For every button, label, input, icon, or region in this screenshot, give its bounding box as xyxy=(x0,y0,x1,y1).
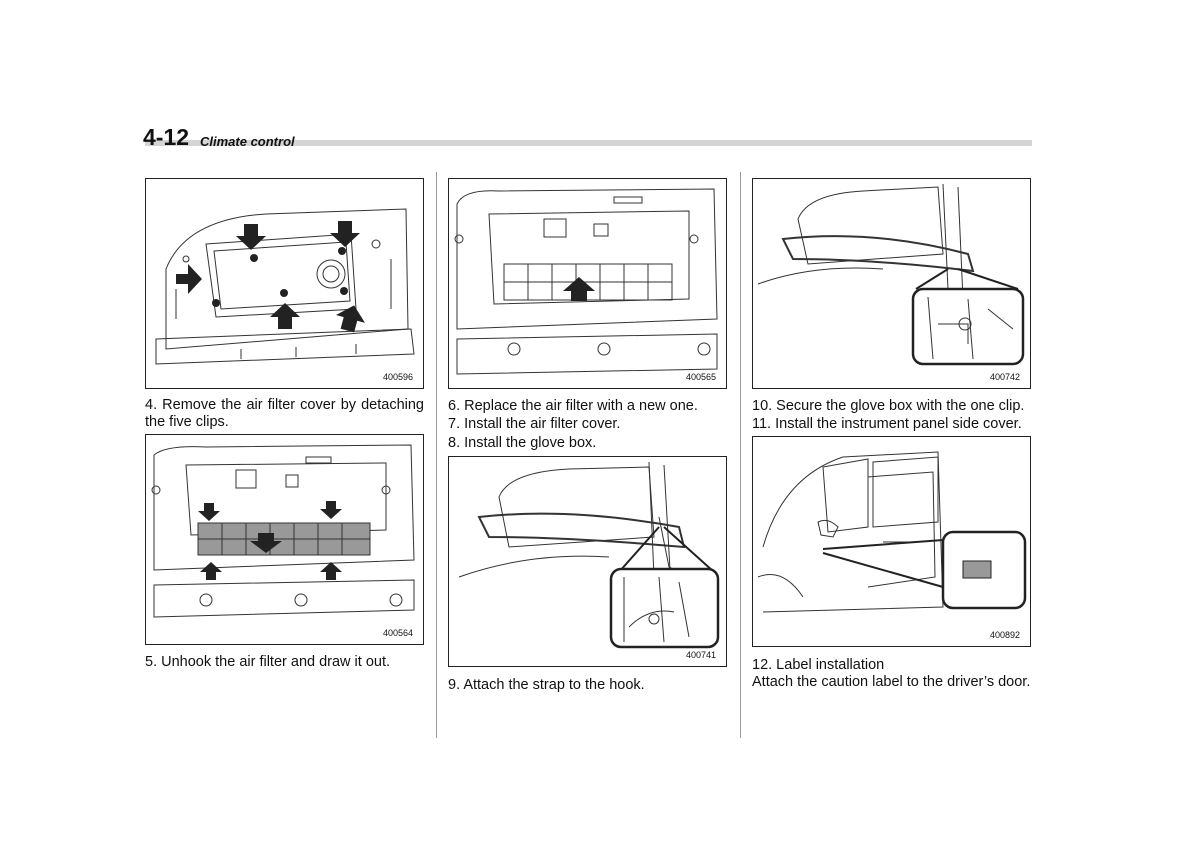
figure-number: 400564 xyxy=(382,628,413,638)
arrow-icons xyxy=(176,221,365,333)
section-title: Climate control xyxy=(200,134,295,149)
glovebox-clip-illustration xyxy=(757,183,1025,366)
step-12-body: Attach the caution label to the driver’s… xyxy=(752,674,1031,690)
step-9-text: 9. Attach the strap to the hook. xyxy=(448,677,645,693)
figure-remove-cover: 400596 xyxy=(145,178,424,389)
header-rule xyxy=(145,140,1032,146)
figure-number: 400741 xyxy=(685,650,716,660)
figure-number: 400565 xyxy=(685,372,716,382)
column-divider-2 xyxy=(740,172,741,738)
step-6-text: 6. Replace the air filter with a new one… xyxy=(448,398,698,414)
figure-label-installation: 400892 xyxy=(752,436,1031,647)
figure-number: 400742 xyxy=(989,372,1020,382)
figure-remove-filter: 400564 xyxy=(145,434,424,645)
figure-secure-clip: 400742 xyxy=(752,178,1031,389)
step-8-text: 8. Install the glove box. xyxy=(448,435,597,451)
figure-number: 400596 xyxy=(382,372,413,382)
new-filter-illustration xyxy=(454,188,718,375)
step-11-text: 11. Install the instrument panel side co… xyxy=(752,416,1022,432)
car-door-illustration xyxy=(757,451,1027,613)
figure-number: 400892 xyxy=(989,630,1020,640)
figure-attach-strap: 400741 xyxy=(448,456,727,667)
column-divider-1 xyxy=(436,172,437,738)
step-4-text: 4. Remove the air filter cover by detach… xyxy=(145,397,424,430)
caution-label-icon xyxy=(962,560,992,579)
figure-replace-filter: 400565 xyxy=(448,178,727,389)
glovebox-cover-illustration xyxy=(155,208,415,365)
air-filter-illustration xyxy=(151,444,415,618)
step-12-title: 12. Label installation xyxy=(752,657,885,673)
step-7-text: 7. Install the air filter cover. xyxy=(448,416,621,432)
step-5-text: 5. Unhook the air filter and draw it out… xyxy=(145,654,391,670)
page-number: 4-12 xyxy=(143,124,190,150)
step-10-text: 10. Secure the glove box with the one cl… xyxy=(752,398,1025,414)
glovebox-strap-illustration xyxy=(458,461,720,649)
